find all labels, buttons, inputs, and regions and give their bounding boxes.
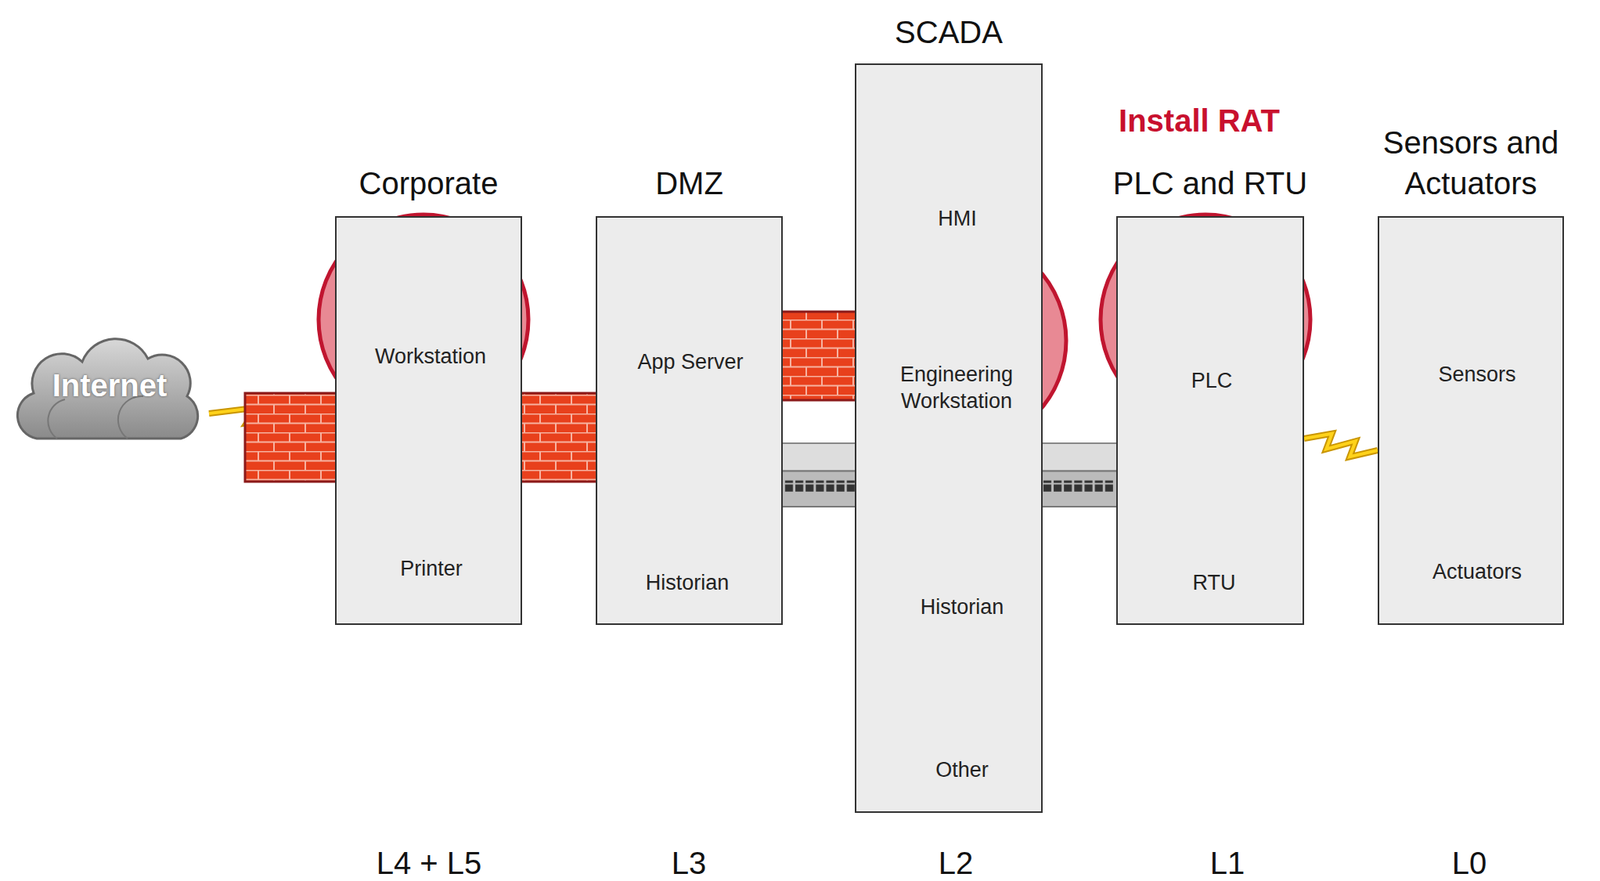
zone-box: SCADAHMIEngineering WorkstationHistorian…: [854, 63, 1043, 813]
device-label: RTU: [1192, 569, 1236, 597]
level-label: L0: [1452, 845, 1488, 881]
level-label: L3: [671, 845, 707, 881]
device-label: Printer: [400, 555, 463, 583]
device-node: Other: [930, 753, 994, 787]
zone-box: DMZApp ServerHistorian: [595, 216, 783, 625]
lightning-link: [1304, 433, 1378, 458]
zone-heading: PLC and RTU: [1086, 162, 1334, 204]
device-label: Sensors: [1437, 361, 1516, 389]
level-label: L1: [1210, 845, 1246, 881]
device-node: HMI: [933, 202, 982, 236]
zone-box: CorporateWorkstationPrinter: [335, 216, 523, 625]
device-node: Printer: [395, 552, 468, 586]
device-node: Sensors: [1433, 358, 1521, 392]
device-label: HMI: [937, 205, 977, 233]
zone-heading: Sensors and Actuators: [1347, 122, 1594, 204]
zone-box: PLC and RTUPLCRTU: [1116, 216, 1305, 625]
zone-heading: SCADA: [825, 11, 1073, 53]
device-label: Historian: [645, 569, 730, 597]
device-label: Engineering Workstation: [876, 361, 1037, 415]
annotation: Install RAT: [1118, 103, 1280, 139]
device-node: RTU: [1187, 566, 1240, 600]
device-node: Engineering Workstation: [872, 358, 1042, 419]
device-label: Historian: [920, 594, 1005, 621]
device-node: PLC: [1186, 364, 1238, 398]
device-node: Historian: [641, 566, 735, 600]
cloud-label: Internet: [10, 320, 210, 450]
device-label: PLC: [1191, 367, 1233, 395]
cloud-shape: Internet: [10, 320, 210, 450]
zone-box: Sensors and ActuatorsSensorsActuators: [1377, 216, 1564, 625]
device-node: App Server: [632, 345, 748, 379]
device-node: Workstation: [370, 340, 491, 374]
device-label: Actuators: [1432, 558, 1522, 586]
device-label: App Server: [637, 349, 743, 376]
device-label: Workstation: [374, 343, 487, 371]
zone-heading: DMZ: [565, 162, 813, 204]
device-node: Actuators: [1427, 555, 1527, 589]
level-label: L4 + L5: [376, 845, 483, 881]
level-label: L2: [938, 845, 974, 881]
device-node: Historian: [915, 590, 1010, 624]
device-label: Other: [935, 756, 989, 784]
zone-heading: Corporate: [305, 162, 552, 204]
